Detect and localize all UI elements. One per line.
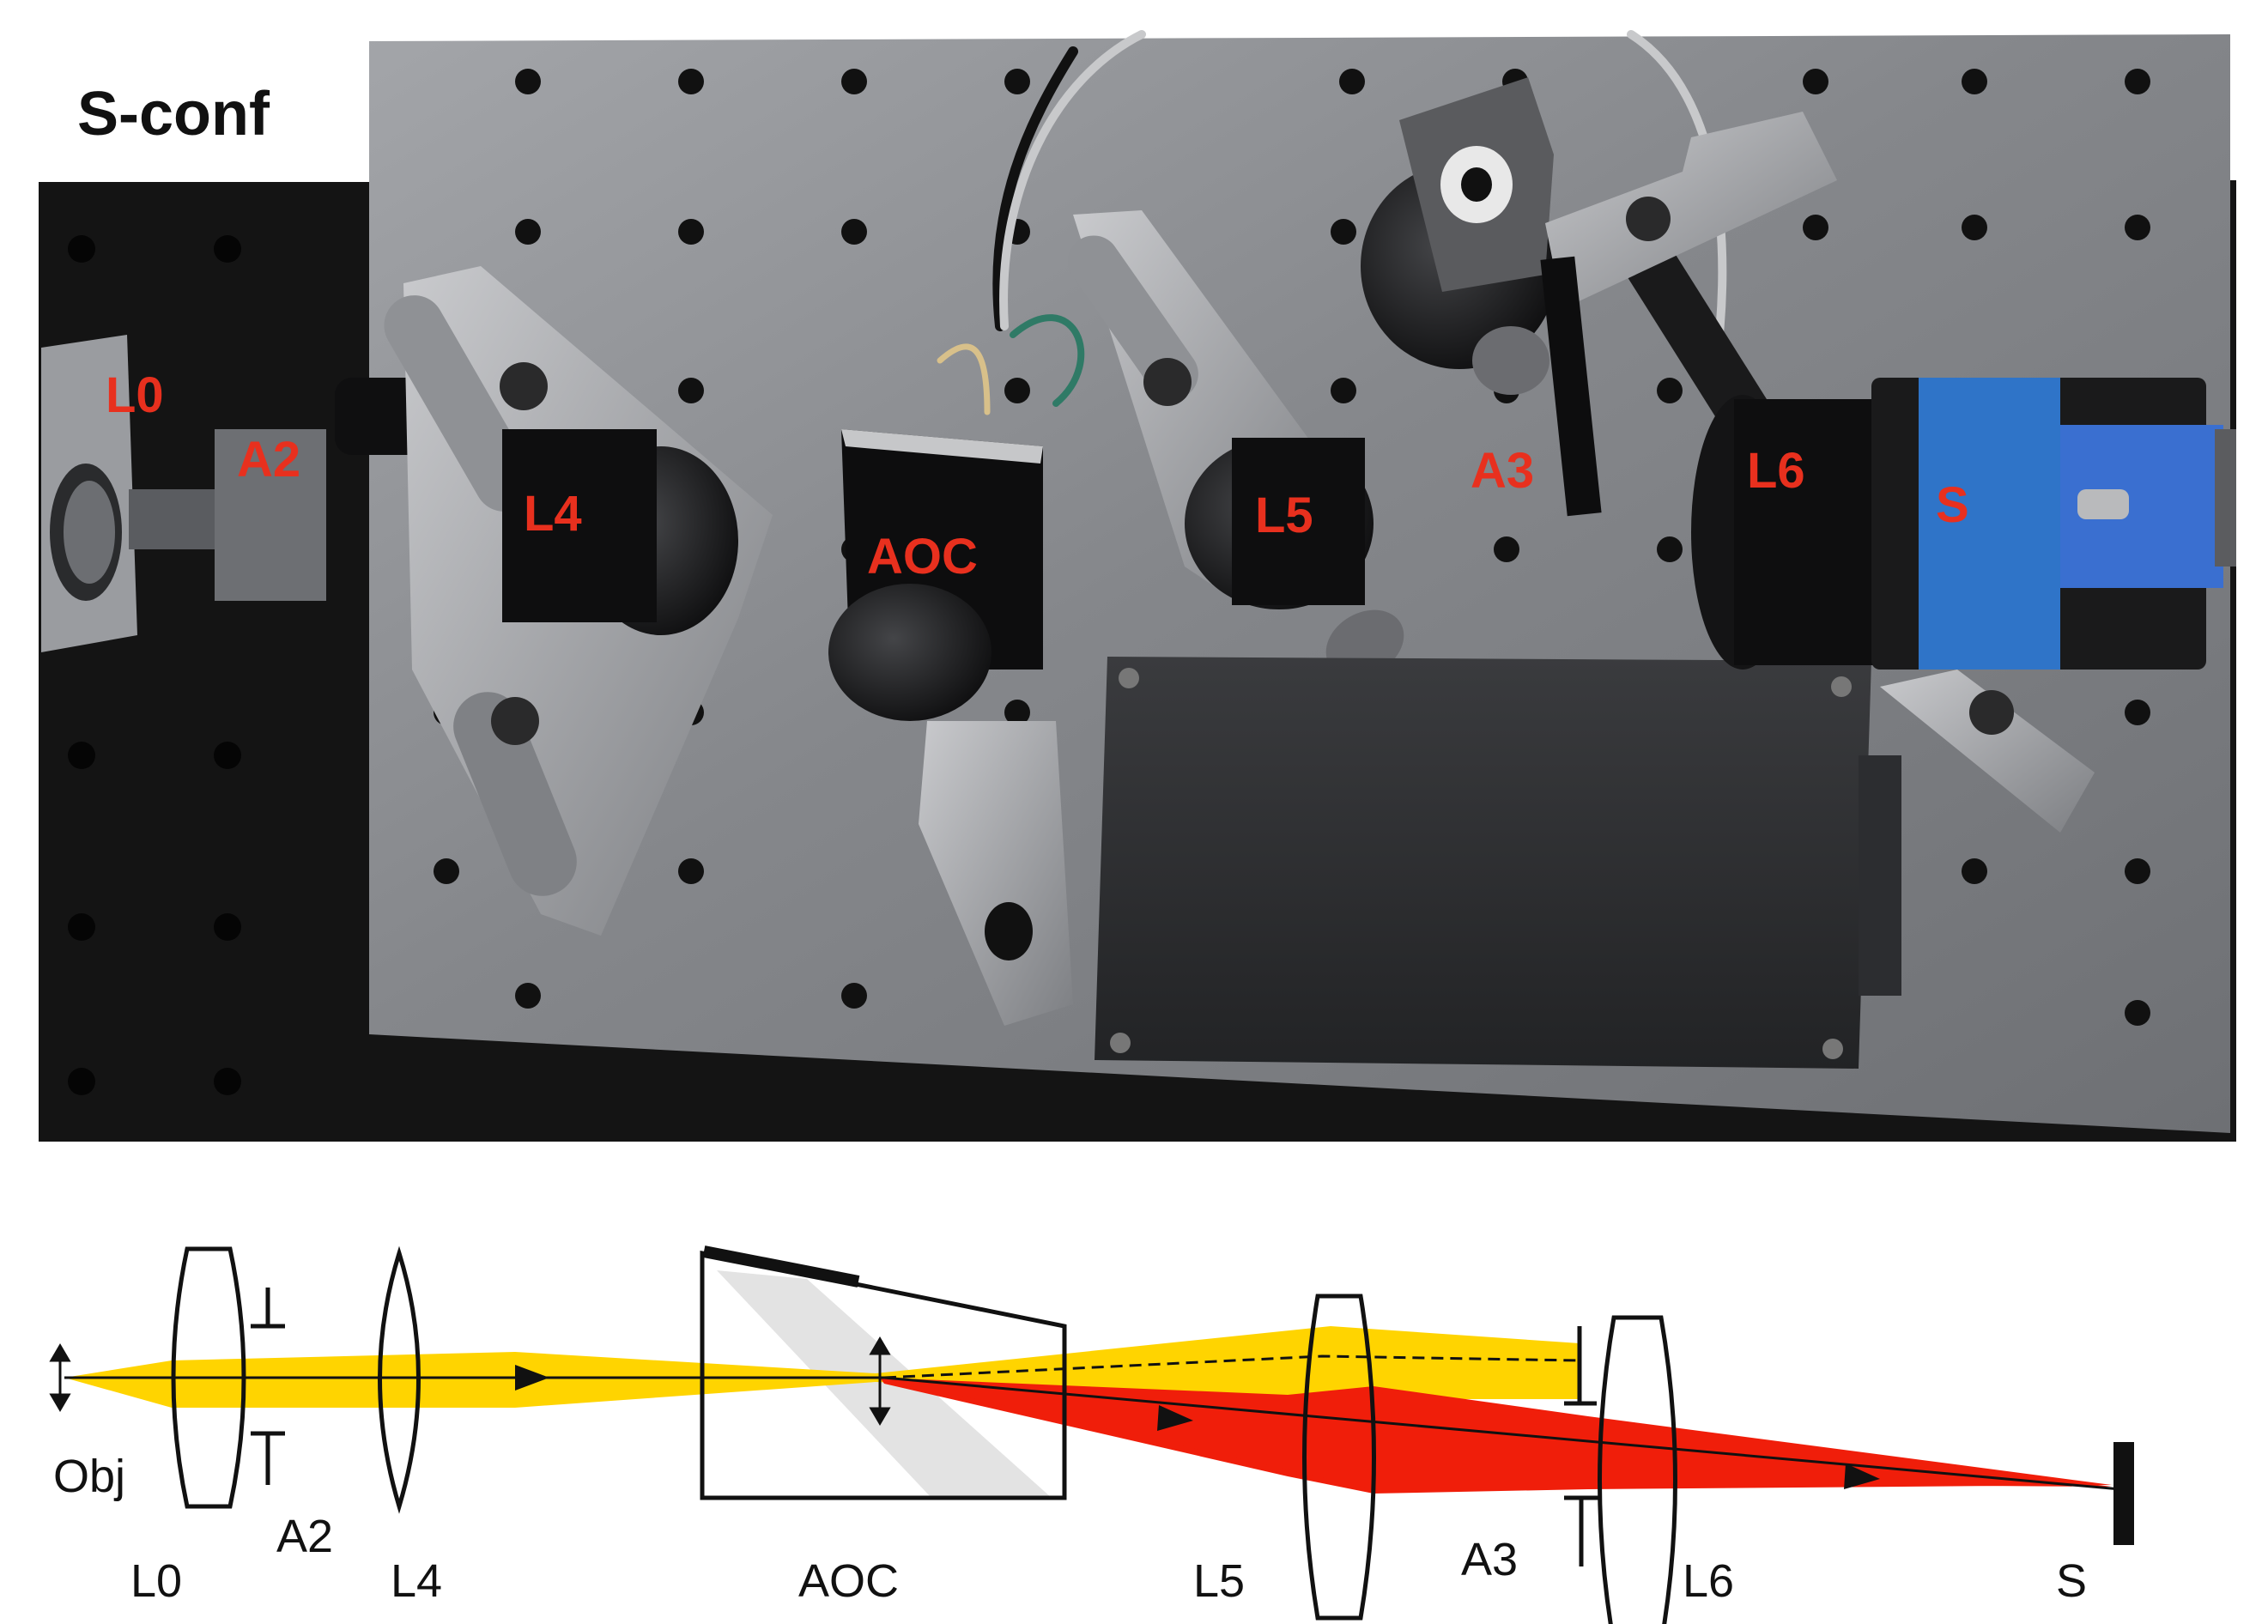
title-cutout [39,34,369,182]
diag-label-L4: L4 [391,1555,442,1607]
photo-label-L4: L4 [524,486,582,542]
lens-L5 [1302,1294,1376,1621]
arrow-1 [515,1365,549,1391]
S-camera [1871,378,2236,833]
optical-diagram: Obj L0 A2 L4 AOC L5 A3 L6 S [49,1245,2134,1624]
aoc-double-arrow-icon [869,1336,891,1426]
AOC-box [700,1250,1067,1500]
diag-label-L6: L6 [1683,1555,1734,1607]
arrow-3 [1844,1463,1880,1489]
AOC-shade [717,1270,1052,1498]
electronics-box [1095,657,1901,1069]
diag-label-S: S [2056,1555,2087,1607]
diag-label-AOC: AOC [798,1555,899,1607]
A3-mount [1361,77,1837,517]
photo-label-L0: L0 [106,367,164,423]
obj-double-arrow-icon [49,1343,71,1412]
AOC-mount [828,429,1073,1026]
diag-label-L5: L5 [1193,1555,1245,1607]
diag-label-Obj: Obj [53,1451,125,1502]
lens-L6 [1598,1315,1677,1624]
photo-label-A3: A3 [1471,443,1534,499]
A2-mount [129,378,429,601]
L4-mount [502,429,738,635]
L0-mount [41,335,137,652]
photo-label-L6: L6 [1747,443,1805,499]
photo-label-A2: A2 [237,432,300,488]
sensor-S [2113,1442,2134,1545]
AOC-top-bar [702,1245,860,1288]
diag-label-A3: A3 [1461,1534,1518,1585]
panel-title: S-conf [77,80,270,148]
photo-label-L5: L5 [1255,488,1313,543]
aperture-A2 [251,1288,285,1485]
optical-axis-red [883,1376,2121,1491]
arrow-2 [1157,1405,1193,1431]
photo-label-AOC: AOC [867,529,978,585]
photo-labels: L0 A2 L4 AOC L5 A3 L6 S [106,367,1969,585]
lens-L0 [171,1246,246,1509]
deflected-axis-dashed [883,1354,1580,1379]
diag-label-A2: A2 [276,1511,333,1562]
lens-L4 [378,1245,421,1514]
yellow-beam [64,1326,1580,1408]
aperture-A3 [1564,1326,1598,1566]
diag-label-L0: L0 [130,1555,182,1607]
photo-label-S: S [1936,477,1969,533]
photo-panel: S-conf L0 A2 L4 AOC L5 A3 L6 S [39,30,2236,1142]
